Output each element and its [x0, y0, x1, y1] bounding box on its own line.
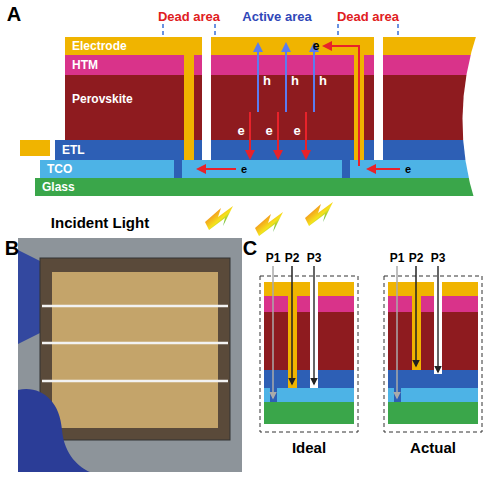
p2-scribe [184, 40, 194, 160]
perovskite-layer [264, 312, 354, 370]
htm-layer [264, 296, 354, 312]
figure-label: h [319, 74, 327, 87]
layer-name: Perovskite [72, 93, 133, 105]
figure-label: A [7, 4, 21, 24]
hole-arrow [257, 44, 259, 112]
figure-label: P1 [266, 252, 281, 264]
p1-scribe [342, 160, 350, 178]
electron-path [324, 46, 359, 166]
figure-label: e [405, 164, 411, 175]
scribe-arrow [437, 266, 439, 372]
light-bolt [255, 212, 283, 236]
p3-scribe [202, 37, 211, 160]
layer-band: ETL [55, 140, 485, 160]
figure-label: Actual [410, 440, 456, 455]
figure-label: e [293, 124, 300, 137]
scribe-arrow [291, 266, 293, 384]
scribe-line [42, 380, 228, 383]
hole-arrow [285, 44, 287, 112]
electrode-layer [388, 282, 478, 296]
scribe-arrow [272, 266, 274, 398]
etl-layer [388, 370, 478, 388]
electron-arrow [305, 112, 307, 158]
light-bolt [205, 206, 233, 230]
electron-arrow [198, 168, 236, 170]
figure-label: h [263, 74, 271, 87]
layer-band: Perovskite [65, 75, 485, 140]
layer-name: TCO [47, 163, 72, 175]
layer-band: Electrode [65, 37, 485, 55]
figure-label: Dead area [337, 10, 399, 23]
cut-edge [462, 30, 496, 205]
layer-band: TCO [40, 160, 485, 178]
photo-background [18, 238, 242, 472]
module-cells [52, 272, 218, 428]
figure-label: Incident Light [51, 215, 149, 230]
figure-label: e [265, 124, 272, 137]
layer-name: HTM [72, 59, 98, 71]
contact-pad [20, 140, 50, 156]
dashed-frame [260, 276, 358, 432]
figure-label: P3 [431, 252, 446, 264]
layer-name: ETL [62, 144, 85, 156]
layer-name: Electrode [72, 40, 127, 52]
ideal-scribe-diagram [260, 266, 358, 432]
actual-scribe-diagram [384, 266, 482, 432]
layer-name: Glass [42, 181, 75, 193]
figure-label: P2 [285, 252, 300, 264]
scribe-line [42, 342, 228, 345]
scribe-arrow [313, 266, 315, 384]
glass-layer [264, 402, 354, 424]
figure-label: Dead area [158, 10, 220, 23]
layer-band: HTM [65, 55, 485, 75]
dashed-frame [384, 276, 482, 432]
figure-label: P3 [307, 252, 322, 264]
figure-label: B [5, 238, 19, 258]
hole-arrow [313, 44, 315, 112]
electron-arrow [277, 112, 279, 158]
glove [18, 250, 42, 344]
figure-label: h [291, 74, 299, 87]
area-boundary [397, 24, 399, 37]
perovskite-layer [388, 312, 478, 370]
area-boundary [162, 24, 164, 37]
layer-band: Glass [35, 178, 485, 196]
tco-layer [388, 388, 478, 402]
electron-arrow [368, 168, 400, 170]
p3-scribe [374, 37, 383, 160]
scribe-arrow [415, 266, 417, 366]
glove [18, 389, 90, 472]
tco-layer [264, 388, 354, 402]
figure-label: Active area [242, 10, 311, 23]
figure-label: P1 [390, 252, 405, 264]
area-boundary [214, 24, 216, 37]
htm-layer [388, 296, 478, 312]
figure-label: Ideal [292, 440, 326, 455]
p1-scribe [174, 160, 182, 178]
figure-label: e [237, 124, 244, 137]
scribe-arrow [396, 266, 398, 398]
figure-label: P2 [409, 252, 424, 264]
figure-label: C [243, 238, 257, 258]
electrode-layer [264, 282, 354, 296]
scribe-line [42, 305, 228, 308]
electron-arrow [249, 112, 251, 158]
glass-layer [388, 402, 478, 424]
module-glass [40, 258, 230, 440]
figure-label: e [241, 164, 247, 175]
figure-label: e [313, 40, 320, 52]
etl-layer [264, 370, 354, 388]
area-boundary [337, 24, 339, 37]
light-bolt [305, 202, 333, 226]
